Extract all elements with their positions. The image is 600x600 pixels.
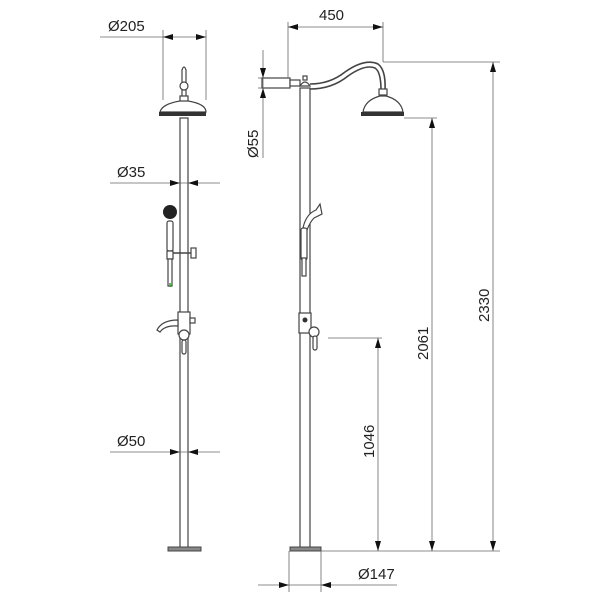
side-hand-shower bbox=[300, 227, 308, 261]
side-showerhead bbox=[362, 95, 404, 113]
dim-head-diameter: Ø205 bbox=[108, 18, 145, 35]
front-spout bbox=[156, 319, 179, 333]
side-mixer-handle bbox=[308, 326, 320, 338]
dim-base-diameter: Ø147 bbox=[358, 566, 395, 583]
wall-bracket bbox=[261, 77, 291, 89]
diverter-hook bbox=[302, 202, 323, 231]
dim-bracket-diameter: Ø55 bbox=[245, 130, 262, 158]
side-base-plate bbox=[289, 546, 322, 552]
dim-pipe-top: Ø35 bbox=[117, 164, 145, 181]
hand-shower-hose bbox=[167, 258, 173, 287]
front-showerhead-face bbox=[159, 112, 206, 116]
dim-arm-reach: 450 bbox=[319, 7, 344, 24]
hand-shower-head bbox=[163, 205, 177, 219]
front-arm-joint bbox=[179, 81, 189, 91]
side-mixer-body bbox=[298, 312, 312, 334]
front-base-plate bbox=[167, 546, 202, 552]
slider-knob bbox=[190, 247, 197, 259]
side-dimensions: 450 Ø55 1046 2061 2330 Ø147 bbox=[245, 7, 500, 592]
front-dimensions: Ø205 Ø35 Ø50 bbox=[100, 18, 220, 455]
front-showerhead bbox=[159, 100, 207, 113]
dim-pipe-bottom: Ø50 bbox=[117, 433, 145, 450]
dim-mixer-height: 1046 bbox=[361, 425, 378, 458]
hand-shower-handle bbox=[166, 220, 174, 252]
front-mixer-handle bbox=[178, 329, 190, 341]
dim-total-height: 2330 bbox=[476, 289, 493, 322]
front-view bbox=[156, 66, 207, 552]
side-view bbox=[261, 61, 404, 552]
side-showerhead-face bbox=[361, 112, 404, 116]
dim-head-height: 2061 bbox=[415, 327, 432, 360]
